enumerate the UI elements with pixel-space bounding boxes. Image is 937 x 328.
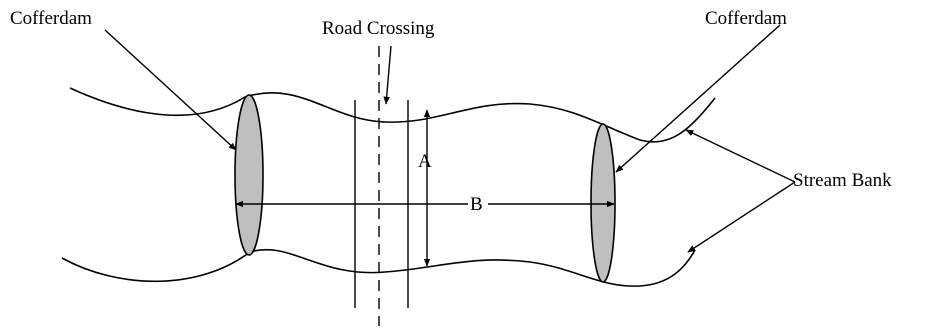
stream-bank-label: Stream Bank	[793, 170, 892, 191]
leader-stream-bank-upper	[685, 129, 796, 183]
dimension-b-label: B	[470, 194, 483, 215]
road-crossing-label: Road Crossing	[322, 18, 435, 39]
left-cofferdam	[234, 94, 264, 256]
leader-road-crossing	[383, 45, 392, 105]
cofferdam-left-label: Cofferdam	[10, 8, 92, 29]
dimension-a-label: A	[418, 151, 432, 172]
leader-cofferdam-left	[104, 29, 237, 151]
leader-stream-bank-lower	[687, 181, 796, 253]
leader-cofferdam-right	[615, 24, 781, 173]
lower-stream-bank	[61, 248, 696, 287]
right-cofferdam	[590, 123, 616, 283]
upper-stream-bank	[69, 87, 716, 143]
cofferdam-right-label: Cofferdam	[705, 8, 787, 29]
